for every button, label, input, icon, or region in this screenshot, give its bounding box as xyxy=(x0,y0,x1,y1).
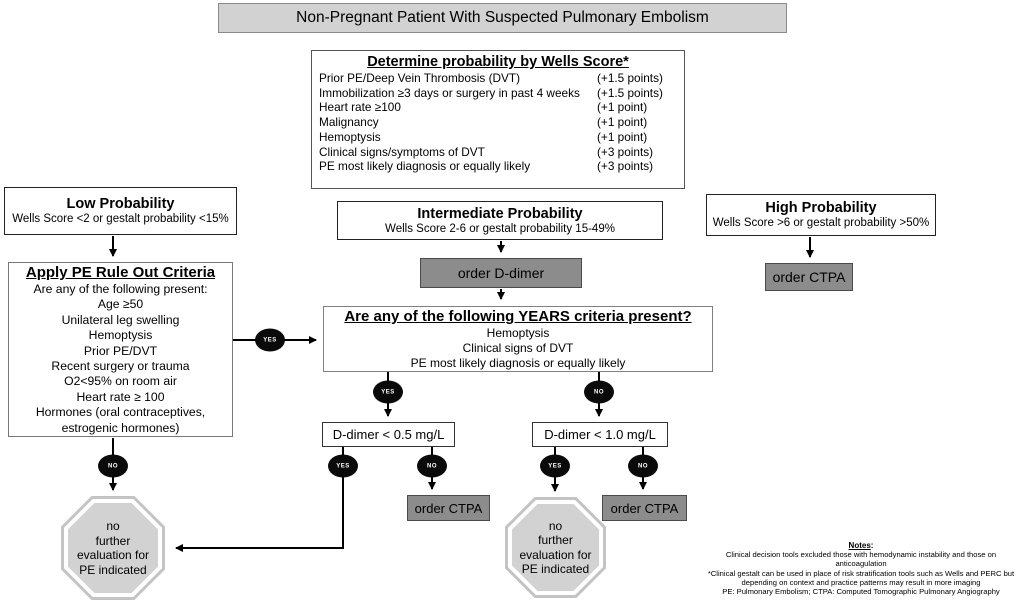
perc-intro: Are any of the following present: xyxy=(33,281,208,296)
wells-item: Prior PE/Deep Vein Thrombosis (DVT) (+1.… xyxy=(319,71,677,86)
perc-item: Recent surgery or trauma xyxy=(51,359,190,373)
notes-block: Notes: Clinical decision tools excluded … xyxy=(700,541,1022,596)
yes-badge-dd10: YES xyxy=(540,454,570,478)
notes-title: Notes: xyxy=(700,541,1022,550)
years-criteria-box: Are any of the following YEARS criteria … xyxy=(323,306,713,372)
stop-line: PE indicated xyxy=(79,562,147,577)
low-probability-box: Low Probability Wells Score <2 or gestal… xyxy=(4,187,237,235)
perc-title: Apply PE Rule Out Criteria xyxy=(25,263,216,281)
d-dimer-10-label: D-dimer < 1.0 mg/L xyxy=(544,427,656,442)
wells-item-points: (+3 points) xyxy=(597,159,654,174)
years-item: Hemoptysis xyxy=(486,326,550,340)
no-badge-years: NO xyxy=(584,380,614,404)
years-title: Are any of the following YEARS criteria … xyxy=(344,308,692,325)
stop-octagon-left: no further evaluation for PE indicated xyxy=(61,496,165,600)
stop-line: further xyxy=(538,533,573,547)
d-dimer-05-box: D-dimer < 0.5 mg/L xyxy=(322,422,455,447)
low-probability-title: Low Probability xyxy=(66,196,175,212)
notes-line: PE: Pulmonary Embolism; CTPA: Computed T… xyxy=(722,587,1000,597)
stop-line: no xyxy=(548,518,563,533)
stop-line: no xyxy=(106,519,120,533)
wells-item: PE most likely diagnosis or equally like… xyxy=(319,159,677,174)
notes-line: Clinical decision tools excluded those w… xyxy=(725,550,997,569)
flowchart-title-text: Non-Pregnant Patient With Suspected Pulm… xyxy=(296,9,709,26)
wells-item-points: (+1 point) xyxy=(597,100,648,115)
high-probability-box: High Probability Wells Score >6 or gesta… xyxy=(706,194,936,236)
yes-badge-perc: YES xyxy=(255,328,285,352)
d-dimer-05-label: D-dimer < 0.5 mg/L xyxy=(332,427,445,442)
stop-octagon-body: no further evaluation for PE indicated xyxy=(512,504,599,591)
years-item: PE most likely diagnosis or equally like… xyxy=(410,356,626,370)
intermediate-probability-box: Intermediate Probability Wells Score 2-6… xyxy=(337,201,663,240)
wells-score-title: Determine probability by Wells Score* xyxy=(367,54,629,70)
intermediate-probability-title: Intermediate Probability xyxy=(417,205,583,222)
perc-item: O2<95% on room air xyxy=(64,374,177,389)
perc-item: Age ≥50 xyxy=(97,297,144,312)
stop-line: evaluation for xyxy=(76,548,150,562)
perc-item: Hormones (oral contraceptives, estrogeni… xyxy=(35,405,206,435)
notes-title-text: Notes xyxy=(848,541,871,550)
order-ctpa-label: order CTPA xyxy=(772,269,846,285)
wells-item: Malignancy (+1 point) xyxy=(319,115,677,130)
no-badge-dd05: NO xyxy=(417,454,447,478)
d-dimer-10-box: D-dimer < 1.0 mg/L xyxy=(532,422,668,447)
notes-line: *Clinical gestalt can be used in place o… xyxy=(707,568,1015,587)
wells-score-box: Determine probability by Wells Score* Pr… xyxy=(311,50,685,189)
wells-item-label: Clinical signs/symptoms of DVT xyxy=(319,144,485,159)
wells-item-points: (+3 points) xyxy=(597,144,654,159)
flowchart-title: Non-Pregnant Patient With Suspected Pulm… xyxy=(218,3,787,33)
low-probability-subtitle: Wells Score <2 or gestalt probability <1… xyxy=(12,213,229,225)
yes-badge-years: YES xyxy=(373,380,403,404)
high-probability-subtitle: Wells Score >6 or gestalt probability >5… xyxy=(712,217,930,229)
perc-item: Heart rate ≥ 100 xyxy=(76,389,165,404)
perc-criteria-box: Apply PE Rule Out Criteria Are any of th… xyxy=(8,262,233,437)
perc-item: Hemoptysis xyxy=(88,328,153,343)
perc-item: Unilateral leg swelling xyxy=(61,312,180,327)
wells-item-points: (+1.5 points) xyxy=(597,71,663,85)
wells-item: Immobilization ≥3 days or surgery in pas… xyxy=(319,86,677,101)
order-ctpa-label: order CTPA xyxy=(610,500,679,516)
stop-line: further xyxy=(95,533,131,548)
wells-item: Clinical signs/symptoms of DVT (+3 point… xyxy=(319,145,677,160)
notes-title-colon: : xyxy=(870,541,874,550)
stop-line: PE indicated xyxy=(521,562,590,576)
wells-item-label: Prior PE/Deep Vein Thrombosis (DVT) xyxy=(319,71,521,85)
wells-item-points: (+1 point) xyxy=(597,115,648,130)
no-badge-dd10: NO xyxy=(628,454,658,478)
stop-octagon-body: no further evaluation for PE indicated xyxy=(68,503,158,593)
order-ctpa-right-box: order CTPA xyxy=(602,495,687,521)
order-ctpa-left-box: order CTPA xyxy=(407,495,490,521)
wells-item-label: Malignancy xyxy=(319,115,379,130)
wells-item-points: (+1.5 points) xyxy=(597,85,663,100)
order-ctpa-high-box: order CTPA xyxy=(765,263,853,291)
perc-item: Prior PE/DVT xyxy=(83,343,158,358)
stop-octagon-middle: no further evaluation for PE indicated xyxy=(505,497,606,598)
intermediate-probability-subtitle: Wells Score 2-6 or gestalt probability 1… xyxy=(385,222,615,235)
stop-line: evaluation for xyxy=(519,547,592,562)
years-item: Clinical signs of DVT xyxy=(462,341,574,355)
yes-badge-dd05: YES xyxy=(328,454,358,478)
wells-item-label: Heart rate ≥100 xyxy=(319,100,401,115)
order-ctpa-label: order CTPA xyxy=(414,500,483,516)
wells-item-label: PE most likely diagnosis or equally like… xyxy=(319,159,531,174)
wells-item: Heart rate ≥100 (+1 point) xyxy=(319,100,677,115)
order-d-dimer-label: order D-dimer xyxy=(457,265,545,281)
wells-item-points: (+1 point) xyxy=(597,129,648,144)
no-badge-perc: NO xyxy=(98,454,128,478)
wells-item: Hemoptysis (+1 point) xyxy=(319,130,677,145)
wells-item-label: Immobilization ≥3 days or surgery in pas… xyxy=(319,85,580,100)
high-probability-title: High Probability xyxy=(765,200,877,216)
wells-item-label: Hemoptysis xyxy=(319,129,381,144)
order-d-dimer-box: order D-dimer xyxy=(420,258,582,288)
